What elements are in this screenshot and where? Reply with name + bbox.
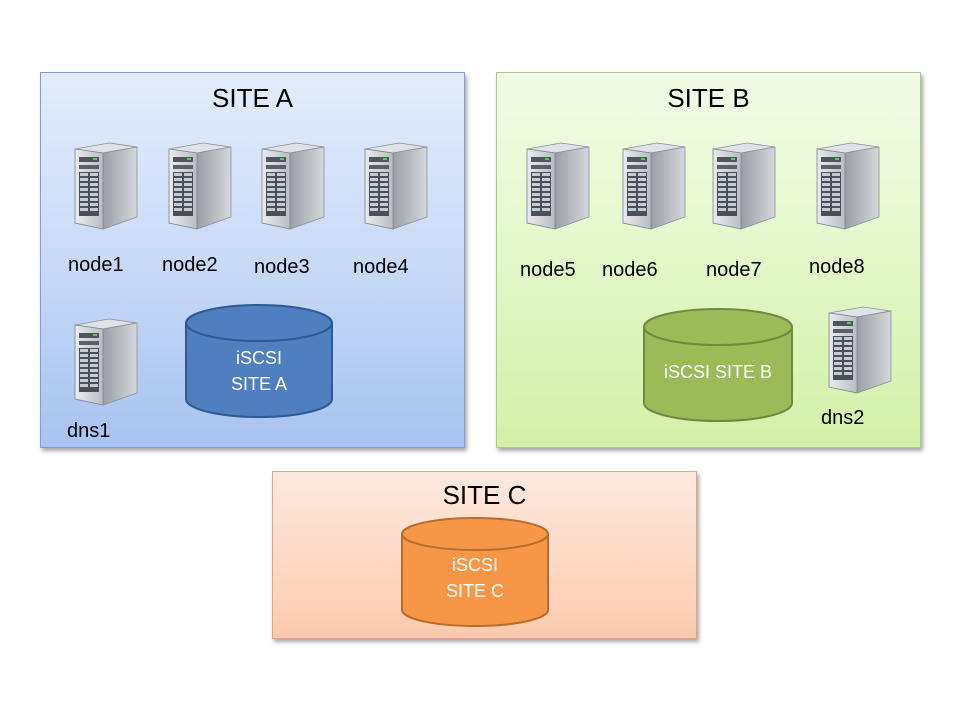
node-label: node4	[353, 256, 409, 278]
server-icon	[69, 139, 139, 235]
storage-cylinder-icon: iSCSI SITE C	[400, 516, 550, 628]
site-b-group: SITE B	[496, 72, 921, 448]
node-label: node2	[162, 254, 218, 276]
storage-label-line1: iSCSI	[235, 348, 282, 368]
storage-cylinder-icon: iSCSI SITE B	[642, 307, 794, 423]
node-label: node5	[520, 259, 576, 281]
server-icon	[707, 139, 777, 235]
dns-label: dns1	[67, 420, 111, 442]
server-icon	[163, 139, 233, 235]
node-label: node3	[254, 256, 310, 278]
storage-label-line1: iSCSI SITE B	[663, 362, 773, 382]
server-icon	[256, 139, 326, 235]
site-c-title: SITE C	[442, 480, 527, 510]
node-label: node1	[68, 254, 124, 276]
dns-server-icon	[69, 315, 139, 411]
storage-label-line1: iSCSI	[451, 555, 498, 575]
storage-cylinder-icon: iSCSI SITE A	[184, 303, 334, 419]
server-icon	[617, 139, 687, 235]
site-c-group: SITE C iSCSI SITE C	[272, 471, 697, 639]
server-icon	[359, 139, 429, 235]
site-b-title: SITE B	[667, 83, 750, 113]
node-label: node8	[809, 256, 865, 278]
site-a-group: SITE A	[40, 72, 465, 448]
site-a-title: SITE A	[212, 83, 293, 113]
node-label: node6	[602, 259, 658, 281]
node-label: node7	[706, 259, 762, 281]
server-icon	[521, 139, 591, 235]
storage-label-line2: SITE A	[230, 374, 288, 394]
storage-label-line2: SITE C	[445, 581, 504, 601]
dns-server-icon	[823, 303, 893, 399]
dns-label: dns2	[821, 407, 865, 429]
server-icon	[811, 139, 881, 235]
